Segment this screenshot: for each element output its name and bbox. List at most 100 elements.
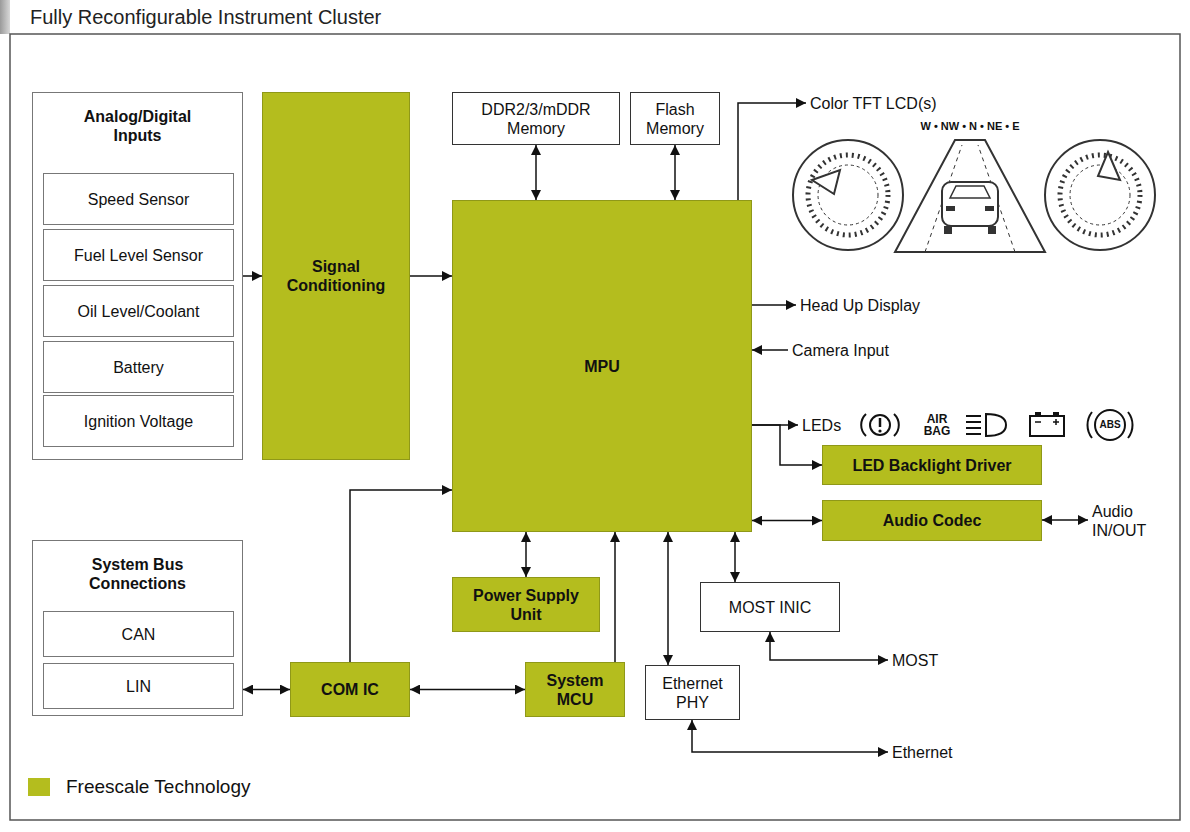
connector — [752, 520, 822, 522]
sensor-box: Speed Sensor — [43, 173, 234, 225]
car-windshield — [950, 186, 990, 198]
box-label: DDR2/3/mDDR Memory — [476, 100, 596, 138]
port-label: Audio IN/OUT — [1092, 502, 1156, 540]
output-label-holder: Head Up Display — [800, 296, 920, 315]
connector — [674, 145, 676, 200]
headlight-icon — [966, 414, 1006, 436]
power-box: Power Supply Unit — [452, 577, 600, 632]
sensor-box: Fuel Level Sensor — [43, 229, 234, 281]
box-label: System MCU — [535, 671, 615, 709]
frame — [10, 34, 1180, 820]
icon-arcs — [1087, 412, 1132, 438]
connector — [614, 532, 616, 662]
brake-icon — [861, 414, 899, 436]
bus-group: System Bus ConnectionsCAN LIN — [32, 540, 243, 716]
icon-label-holder: AIR BAG — [914, 413, 960, 437]
bus-label: MOST — [892, 651, 938, 670]
bus-box: LIN — [43, 663, 234, 709]
legend-text: Freescale Technology — [66, 776, 250, 798]
box-label: CAN — [122, 625, 156, 644]
connector — [525, 532, 527, 577]
compass-label-holder: W • NW • N • NE • E — [905, 120, 1035, 133]
sensor-box: Ignition Voltage — [43, 395, 234, 447]
legend-swatch — [28, 778, 50, 796]
battery-icon — [1030, 412, 1064, 436]
memory-box: Flash Memory — [630, 92, 720, 145]
car-wheel — [988, 226, 996, 234]
output-label: Color TFT LCD(s) — [810, 94, 937, 113]
connector — [350, 490, 452, 662]
compass-label: W • NW • N • NE • E — [905, 120, 1035, 133]
box-label: Power Supply Unit — [466, 586, 586, 624]
box-label: MOST INIC — [729, 598, 811, 617]
mcu-box: System MCU — [525, 662, 625, 717]
gauge-ticks — [808, 155, 888, 235]
output-label-holder: Color TFT LCD(s) — [810, 94, 937, 113]
codec-box: Audio Codec — [822, 500, 1042, 541]
connector — [734, 532, 736, 582]
bus-box: CAN — [43, 611, 234, 657]
output-label: Head Up Display — [800, 296, 920, 315]
box-label: Ethernet PHY — [653, 674, 733, 712]
group-heading: System Bus Connections — [73, 555, 203, 593]
legend-row: Freescale Technology — [28, 776, 250, 798]
com-box: COM IC — [290, 662, 410, 717]
bus-label: Ethernet — [892, 743, 952, 762]
car-lamp — [985, 206, 994, 211]
icon-mark — [879, 418, 882, 427]
processor-box: MPU — [452, 200, 752, 532]
gauge-needle — [1098, 152, 1120, 180]
box-label: Fuel Level Sensor — [74, 246, 203, 265]
road — [895, 140, 1045, 252]
car-lamp — [946, 206, 955, 211]
diagram-title: Fully Reconfigurable Instrument Cluster — [30, 6, 381, 29]
box-label: Flash Memory — [637, 100, 713, 138]
box-label: Speed Sensor — [88, 190, 189, 209]
audio-arrow — [1042, 519, 1088, 521]
icon-ring — [870, 415, 890, 435]
icon-terminal — [1035, 412, 1041, 416]
driver-box: LED Backlight Driver — [822, 445, 1042, 485]
box-label: COM IC — [321, 680, 379, 699]
output-label-holder: LEDs — [802, 416, 841, 435]
icon-ring — [1095, 410, 1125, 440]
connector — [410, 689, 525, 691]
box-label: LED Backlight Driver — [852, 456, 1011, 475]
most-bus-line — [770, 632, 888, 660]
icon-signs — [1035, 419, 1059, 425]
icon-terminal — [1053, 412, 1059, 416]
box-label: Battery — [113, 358, 164, 377]
gauge-rim — [1045, 140, 1155, 250]
output-arrow — [752, 304, 796, 306]
box-label: Ignition Voltage — [84, 412, 193, 431]
car-wheel — [944, 226, 952, 234]
box-label: LIN — [126, 677, 151, 696]
icon-label: ABS — [1096, 419, 1124, 431]
box-label: Oil Level/Coolant — [78, 302, 200, 321]
left-gauge — [793, 140, 903, 250]
output-label: LEDs — [802, 416, 841, 435]
input-label: Camera Input — [792, 341, 889, 360]
gauge-rim — [793, 140, 903, 250]
port-label-holder: Audio IN/OUT — [1092, 502, 1156, 540]
sensor-box: Oil Level/Coolant — [43, 285, 234, 337]
box-label: MPU — [584, 357, 620, 376]
icon-label-holder: ABS — [1096, 419, 1124, 431]
icon-label: AIR BAG — [914, 413, 960, 437]
input-group: Analog/Digital InputsSpeed SensorFuel Le… — [32, 92, 243, 460]
box-label: Audio Codec — [883, 511, 982, 530]
title-holder: Fully Reconfigurable Instrument Cluster — [30, 6, 381, 29]
icon-beams — [966, 416, 981, 434]
connector — [243, 689, 290, 691]
phy-box: Ethernet PHY — [645, 665, 740, 720]
icon-arcs — [861, 414, 899, 436]
connector — [535, 145, 537, 200]
gauge-ticks — [1060, 155, 1140, 235]
connector — [667, 532, 669, 665]
bus-label-holder: Ethernet — [892, 743, 952, 762]
connector — [243, 275, 262, 277]
lane-lines — [925, 145, 1015, 252]
input-arrow — [752, 349, 788, 351]
process-box: Signal Conditioning — [262, 92, 410, 460]
